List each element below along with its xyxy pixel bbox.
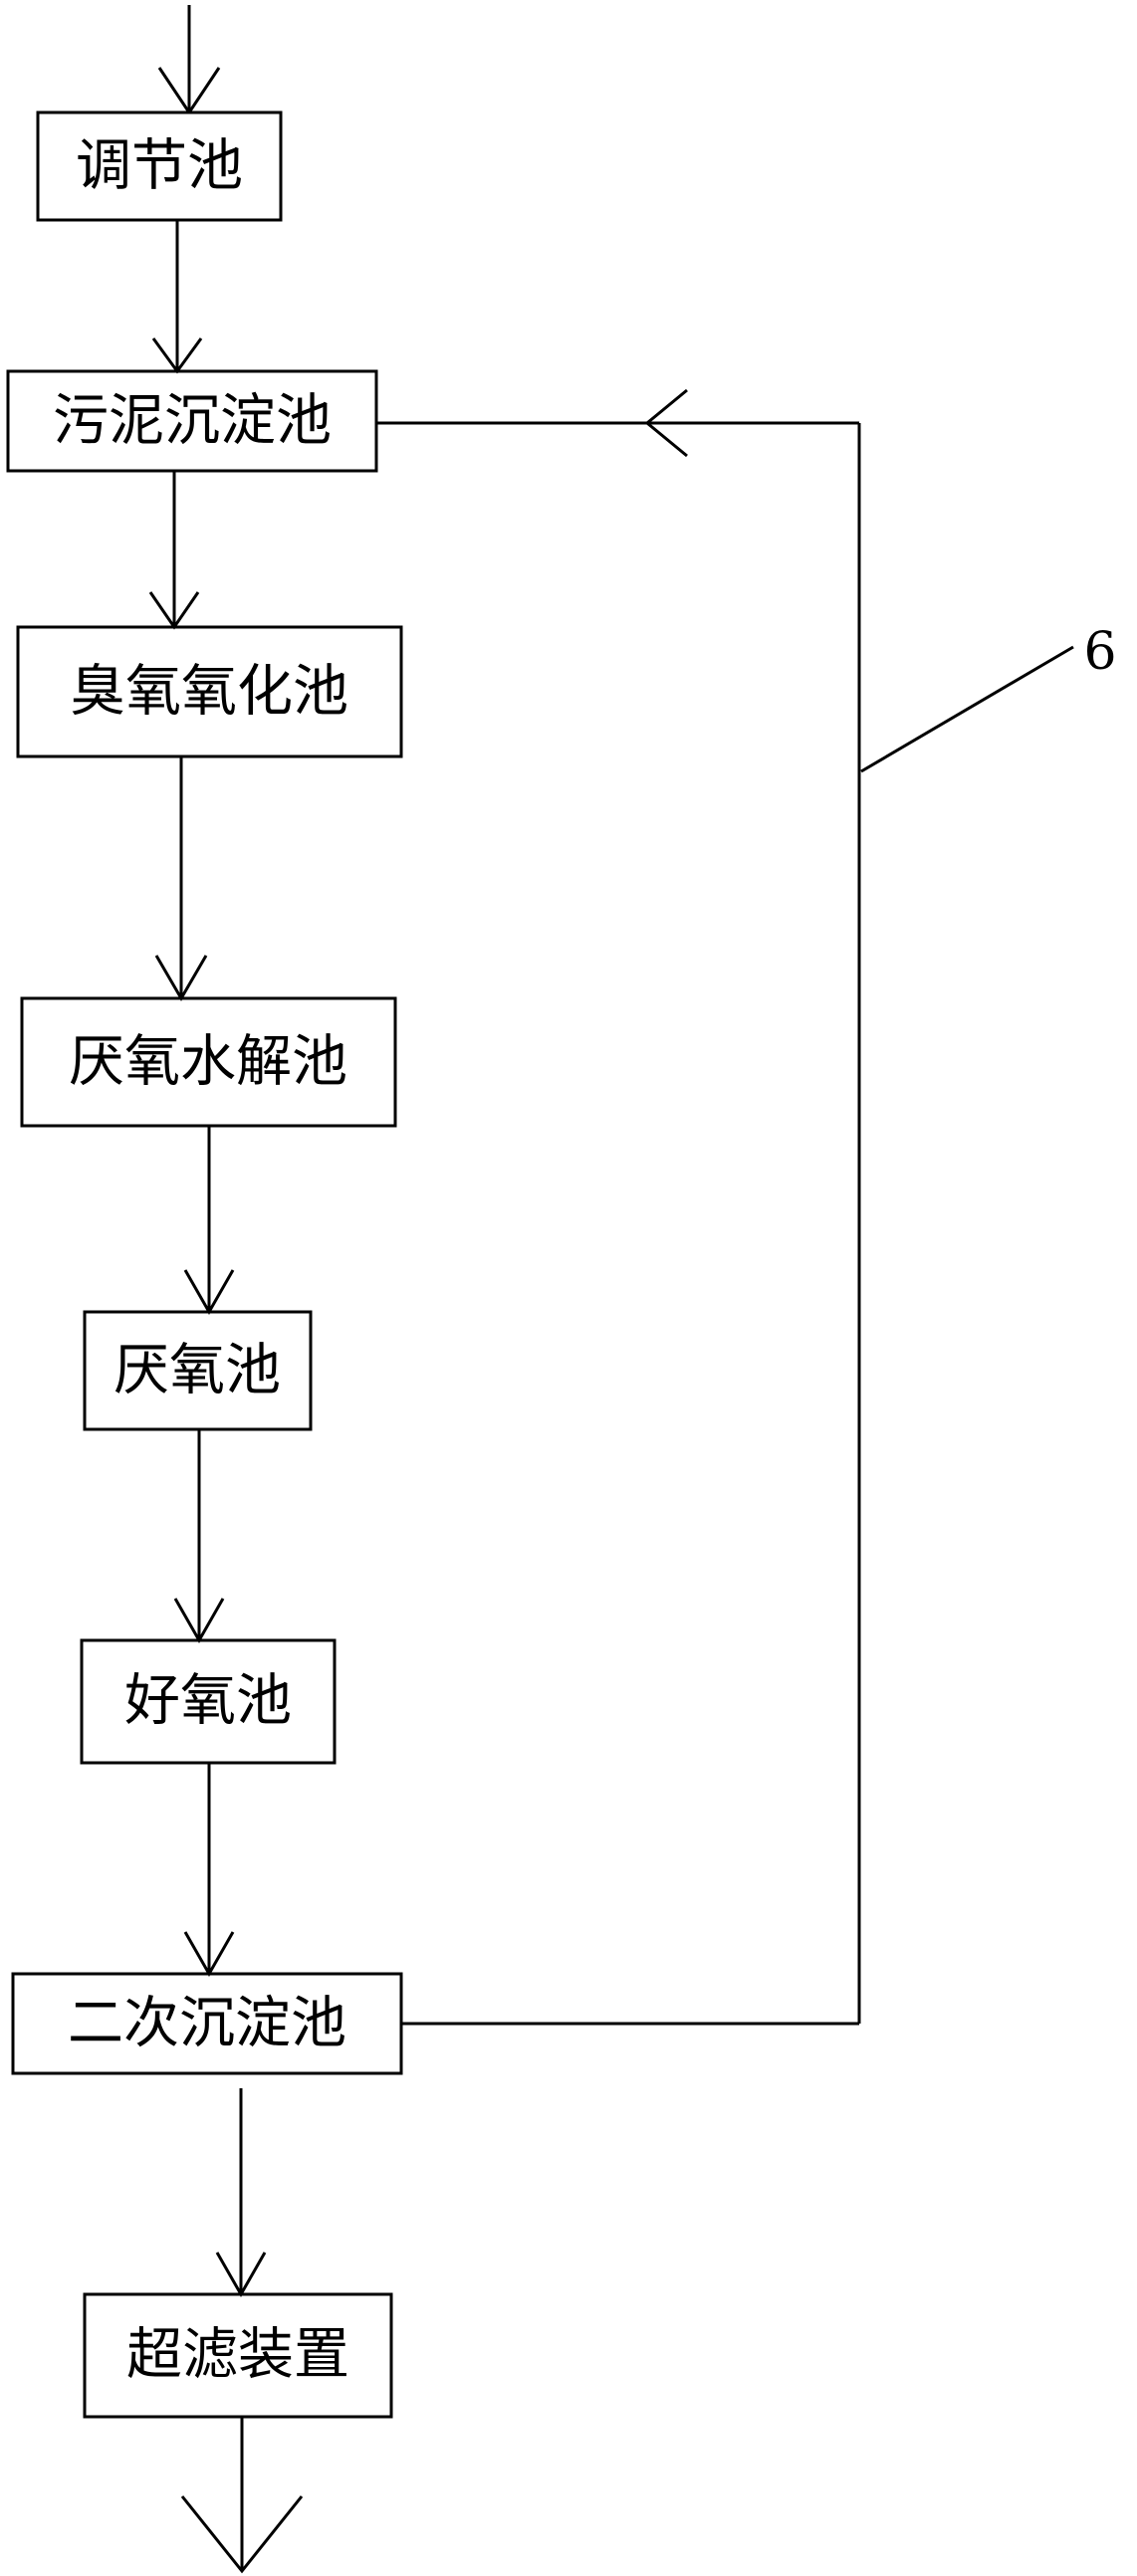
node-label: 厌氧池 [114,1339,281,1403]
node-regulating-tank: 调节池 [36,110,283,222]
node-sludge-sedimentation-tank: 污泥沉淀池 [6,369,378,473]
edge-sludge-to-ozone [148,471,200,630]
edge-anaerobic-to-aerobic [173,1429,225,1644]
callout-6: 6 [860,622,1117,773]
node-ozone-oxidation-tank: 臭氧氧化池 [16,625,403,758]
edge-secondary-to-ultrafiltration [215,2088,267,2298]
outlet-arrow [180,2417,304,2574]
node-label: 厌氧水解池 [69,1030,347,1095]
node-ultrafiltration-device: 超滤装置 [83,2292,393,2419]
node-label: 好氧池 [124,1669,292,1734]
edge-ozone-to-hydrolysis [154,756,208,1001]
node-label: 二次沉淀池 [68,1992,346,2056]
node-label: 臭氧氧化池 [70,660,348,725]
node-label: 污泥沉淀池 [53,389,332,454]
node-secondary-sedimentation-tank: 二次沉淀池 [11,1972,403,2075]
callout-label: 6 [1083,622,1116,682]
inlet-arrow [157,5,221,115]
node-anaerobic-hydrolysis-tank: 厌氧水解池 [20,996,397,1128]
node-label: 超滤装置 [126,2323,349,2388]
edge-return-loop [376,388,861,2026]
node-label: 调节池 [76,134,243,199]
node-anaerobic-tank: 厌氧池 [83,1310,313,1431]
edge-aerobic-to-secondary [183,1763,235,1978]
node-aerobic-tank: 好氧池 [80,1638,337,1765]
edge-hydrolysis-to-anaerobic [183,1126,235,1316]
edge-regulating-to-sludge [151,220,203,374]
